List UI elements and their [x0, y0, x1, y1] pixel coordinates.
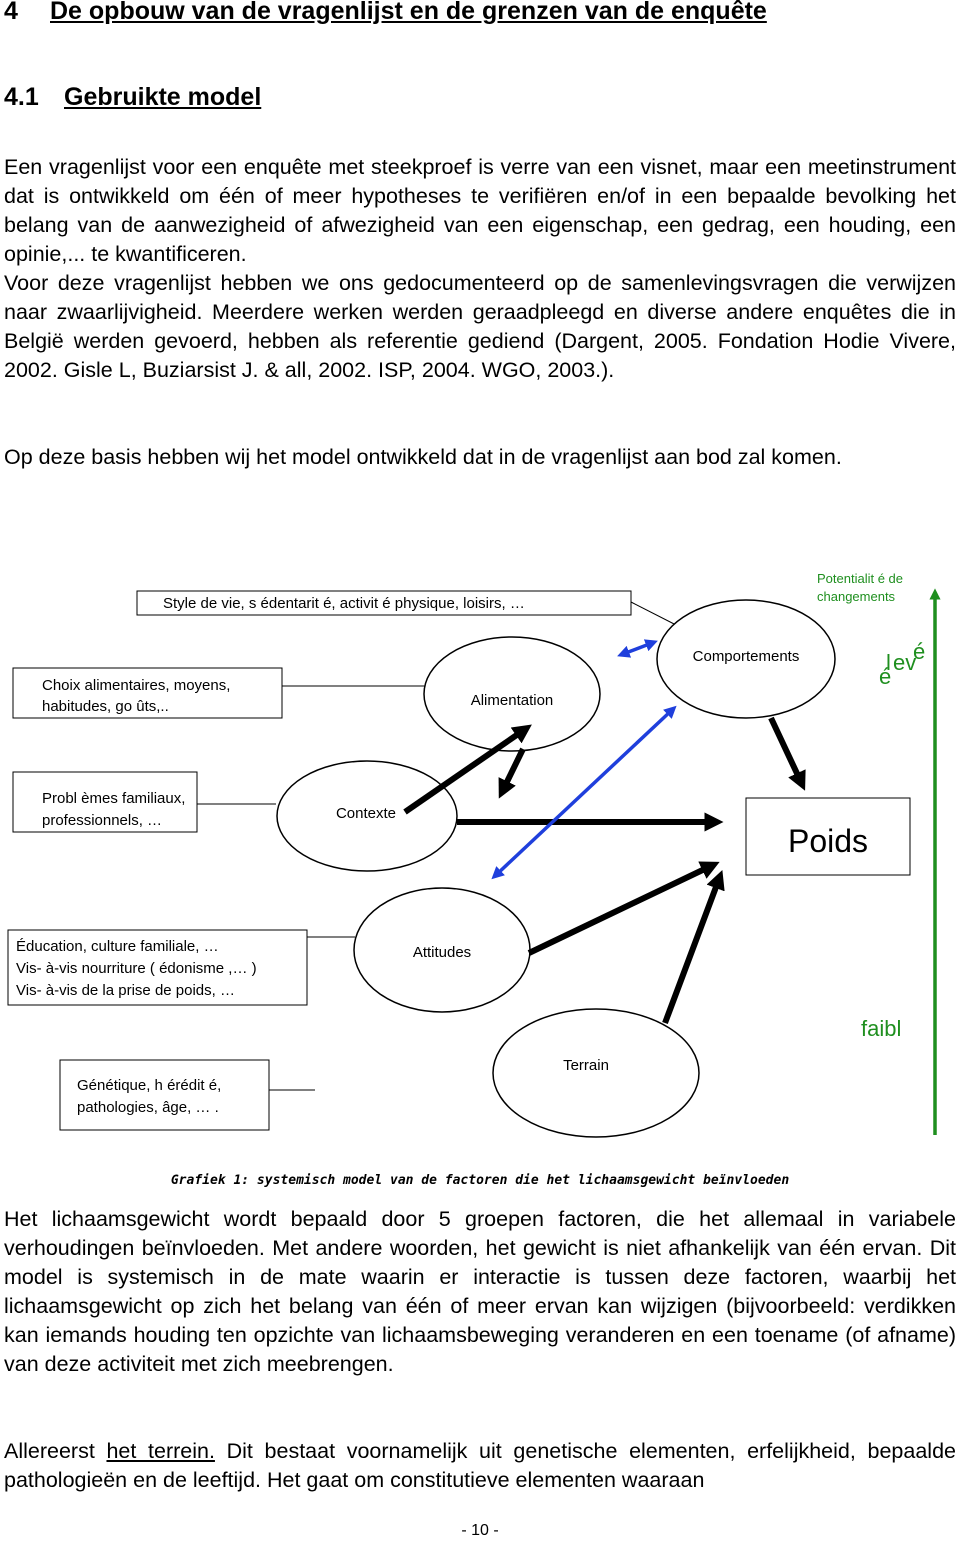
text-potentialite-1: Potentialit é de: [817, 571, 903, 586]
chapter-title: De opbouw van de vragenlijst en de grenz…: [50, 0, 767, 25]
arrow-alimentation-to-contexte: [498, 747, 526, 799]
text-potentialite-2: changements: [817, 589, 896, 604]
text-genetique-2: pathologies, âge, … .: [77, 1099, 219, 1116]
terrain-intro: Allereerst: [4, 1439, 107, 1463]
section-number: 4.1: [4, 83, 39, 111]
box-style-de-vie: [136, 590, 632, 616]
text-eleve-l: l: [886, 650, 891, 675]
text-comportements: Comportements: [693, 648, 800, 665]
text-faible: faibl: [861, 1016, 901, 1041]
page-number: - 10 -: [461, 1522, 499, 1539]
ellipse-contexte: [276, 760, 458, 872]
paragraph-references: Voor deze vragenlijst hebben we ons gedo…: [4, 271, 956, 382]
arrow-comportements-to-poids: [768, 716, 806, 791]
text-problemes-2: professionnels, …: [42, 812, 162, 829]
text-poids: Poids: [788, 823, 868, 859]
text-eleve-e-low: é: [879, 664, 891, 689]
section-title: Gebruikte model: [64, 83, 262, 111]
blue-arrows: [491, 639, 677, 880]
text-eleve-e-acute: é: [913, 639, 925, 664]
line-style-to-comportements: [630, 601, 681, 628]
box-poids: [745, 797, 911, 876]
text-problemes-1: Probl èmes familiaux,: [42, 790, 185, 807]
box-choix-alimentaires: [12, 667, 283, 719]
text-education-3: Vis- à-vis de la prise de poids, …: [16, 982, 235, 999]
text-choix-2: habitudes, go ûts,..: [42, 698, 169, 715]
paragraph-basis: Op deze basis hebben wij het model ontwi…: [4, 445, 842, 469]
text-genetique-1: Génétique, h érédit é,: [77, 1077, 221, 1094]
text-contexte: Contexte: [336, 805, 396, 822]
chapter-heading: 4 De opbouw van de vragenlijst en de gren…: [4, 0, 767, 28]
text-education-2: Vis- à-vis nourriture ( édonisme ,… ): [16, 960, 257, 977]
ellipse-comportements: [656, 599, 836, 719]
paragraph-explanation: Het lichaamsgewicht wordt bepaald door 5…: [4, 1207, 956, 1376]
text-attitudes: Attitudes: [413, 944, 471, 961]
text-alimentation: Alimentation: [471, 692, 554, 709]
chapter-number: 4: [4, 0, 18, 25]
terrain-underlined: het terrein.: [106, 1439, 215, 1463]
systemic-model-diagram: Style de vie, s édentarit é, activit é p…: [7, 571, 941, 1138]
section-heading: 4.1 Gebruikte model: [4, 80, 261, 114]
ellipse-terrain: [492, 1008, 700, 1138]
arrow-alimentation-comportements: [617, 639, 658, 658]
figure-caption: Grafiek 1: systemisch model van de facto…: [170, 1173, 790, 1188]
arrow-attitudes-to-poids: [527, 861, 720, 956]
connector-lines: [197, 601, 681, 1091]
paragraph-terrain: Allereerst het terrein. Dit bestaat voor…: [4, 1437, 956, 1495]
text-education-1: Éducation, culture familiale, …: [16, 938, 219, 955]
box-genetique: [59, 1059, 270, 1131]
terrain-rest: Dit bestaat voornamelijk uit genetische …: [4, 1439, 956, 1492]
box-education: [7, 929, 308, 1006]
paragraph-intro: Een vragenlijst voor een enquête met ste…: [4, 155, 956, 266]
text-terrain: Terrain: [563, 1057, 609, 1074]
arrow-attitudes-comportements: [491, 705, 677, 880]
box-problemes: [12, 771, 198, 833]
text-choix-1: Choix alimentaires, moyens,: [42, 677, 230, 694]
arrow-terrain-to-poids: [662, 870, 725, 1025]
text-eleve-ev: ev: [893, 650, 916, 675]
text-style-de-vie: Style de vie, s édentarit é, activit é p…: [163, 595, 525, 612]
